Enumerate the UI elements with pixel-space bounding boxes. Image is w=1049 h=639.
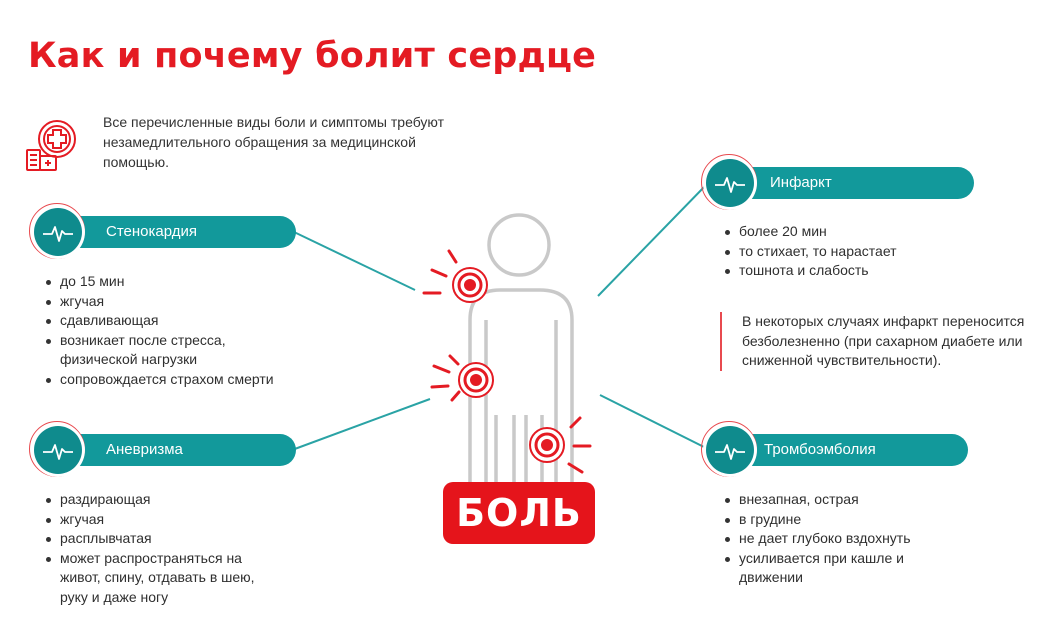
list-item: тошнота и слабость [723, 261, 1023, 281]
list-item: более 20 мин [723, 222, 1023, 242]
pain-target-stenocardia [422, 249, 488, 303]
list-item: внезапная, острая [723, 490, 963, 510]
heartbeat-icon [29, 203, 85, 259]
thromboembolism-label: Тромбоэмболия [764, 441, 876, 458]
heartbeat-icon [29, 421, 85, 477]
thromboembolism-list: внезапная, острая в грудине не дает глуб… [723, 490, 963, 588]
connector-stenocardia [293, 231, 416, 291]
list-item: расплывчатая [44, 529, 294, 549]
stenocardia-list: до 15 мин жгучая сдавливающая возникает … [44, 272, 344, 389]
pain-badge: БОЛЬ [443, 482, 595, 544]
list-item: раздирающая [44, 490, 294, 510]
page-title: Как и почему болит сердце [28, 36, 597, 76]
list-item: жгучая [44, 292, 344, 312]
intro-text: Все перечисленные виды боли и симптомы т… [103, 114, 445, 170]
connector-aneurysm [291, 398, 431, 451]
infarct-note: В некоторых случаях инфаркт переносится … [720, 312, 1032, 371]
stenocardia-pill: Стенокардия [29, 203, 296, 259]
aneurysm-label: Аневризма [106, 441, 183, 458]
infarct-label: Инфаркт [770, 174, 832, 191]
list-item: в грудине [723, 510, 963, 530]
pain-target-thromboembolism [529, 416, 592, 474]
thromboembolism-pill: Тромбоэмболия [701, 421, 968, 477]
list-item: возникает после стресса, физической нагр… [44, 331, 260, 370]
list-item: то стихает, то нарастает [723, 242, 1023, 262]
stenocardia-label: Стенокардия [106, 223, 197, 240]
heartbeat-icon [701, 154, 757, 210]
infarct-list: более 20 мин то стихает, то нарастает то… [723, 222, 1023, 281]
list-item: сопровождается страхом смерти [44, 370, 344, 390]
list-item: не дает глубоко вздохнуть [723, 529, 963, 549]
heartbeat-icon [701, 421, 757, 477]
list-item: может распространяться на живот, спину, … [44, 549, 275, 608]
connector-thromboembolism [599, 394, 711, 451]
hospital-cross-icon [26, 120, 76, 171]
connector-infarct [597, 182, 709, 297]
pain-target-aneurysm [430, 354, 494, 402]
list-item: сдавливающая [44, 311, 344, 331]
infarct-pill: Инфаркт [701, 154, 974, 210]
aneurysm-list: раздирающая жгучая расплывчатая может ра… [44, 490, 294, 607]
aneurysm-pill: Аневризма [29, 421, 296, 477]
list-item: до 15 мин [44, 272, 344, 292]
list-item: усиливается при кашле и движении [723, 549, 944, 588]
list-item: жгучая [44, 510, 294, 530]
connector-lines [291, 182, 711, 451]
